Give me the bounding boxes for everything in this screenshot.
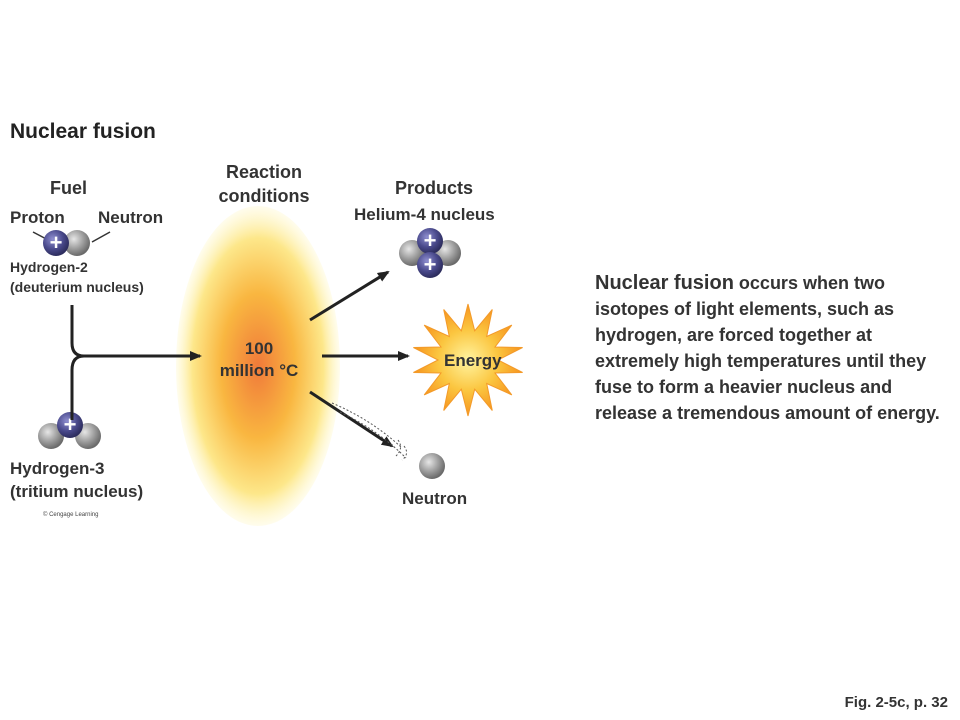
- hydrogen-2-line1: Hydrogen-2: [10, 259, 88, 275]
- temperature-label: 100 million °C: [204, 338, 314, 382]
- reaction-conditions-line1: Reaction: [225, 162, 303, 182]
- hydrogen-3-line1: Hydrogen-3: [10, 459, 105, 478]
- description-lead: Nuclear fusion: [595, 272, 734, 294]
- fusion-description: Nuclear fusion occurs when two isotopes …: [595, 270, 955, 426]
- temperature-unit: million °C: [219, 361, 299, 380]
- tritium-nucleus: +: [38, 412, 101, 449]
- energy-starburst-icon: [413, 303, 523, 417]
- reaction-conditions-header: Reaction conditions: [209, 160, 319, 208]
- deuterium-nucleus: +: [43, 230, 90, 256]
- reaction-heat-zone: [176, 206, 340, 526]
- figure-reference: Fig. 2-5c, p. 32: [844, 694, 948, 711]
- hydrogen-2-line2: (deuterium nucleus): [10, 279, 144, 295]
- fuel-merge-bracket: [70, 305, 190, 420]
- plus-icon: +: [64, 412, 77, 437]
- proton-label: Proton: [10, 208, 65, 227]
- helium-4-label: Helium-4 nucleus: [354, 205, 495, 224]
- hydrogen-2-label: Hydrogen-2 (deuterium nucleus): [10, 257, 144, 297]
- helium-4-nucleus: + +: [399, 228, 461, 278]
- reaction-conditions-line2: conditions: [218, 186, 310, 206]
- plus-icon: +: [424, 228, 437, 253]
- hydrogen-3-label: Hydrogen-3 (tritium nucleus): [10, 457, 143, 503]
- copyright-notice: © Cengage Learning: [43, 512, 99, 518]
- plus-icon: +: [424, 252, 437, 277]
- temperature-value: 100: [244, 339, 274, 358]
- description-body: occurs when two isotopes of light elemen…: [595, 273, 940, 423]
- fuel-header: Fuel: [50, 178, 88, 198]
- emitted-neutron: [419, 453, 445, 479]
- plus-icon: +: [50, 230, 63, 255]
- hydrogen-3-line2: (tritium nucleus): [10, 482, 144, 501]
- neutron-motion-trail: [331, 402, 408, 461]
- neutron-label: Neutron: [98, 208, 164, 227]
- energy-label: Energy: [444, 351, 502, 370]
- neutron-pointer-line: [91, 231, 111, 243]
- page-title: Nuclear fusion: [10, 120, 156, 143]
- product-neutron-label: Neutron: [402, 489, 468, 508]
- neutron-arrow: [309, 390, 394, 448]
- products-header: Products: [395, 178, 474, 198]
- helium-arrow: [309, 270, 390, 322]
